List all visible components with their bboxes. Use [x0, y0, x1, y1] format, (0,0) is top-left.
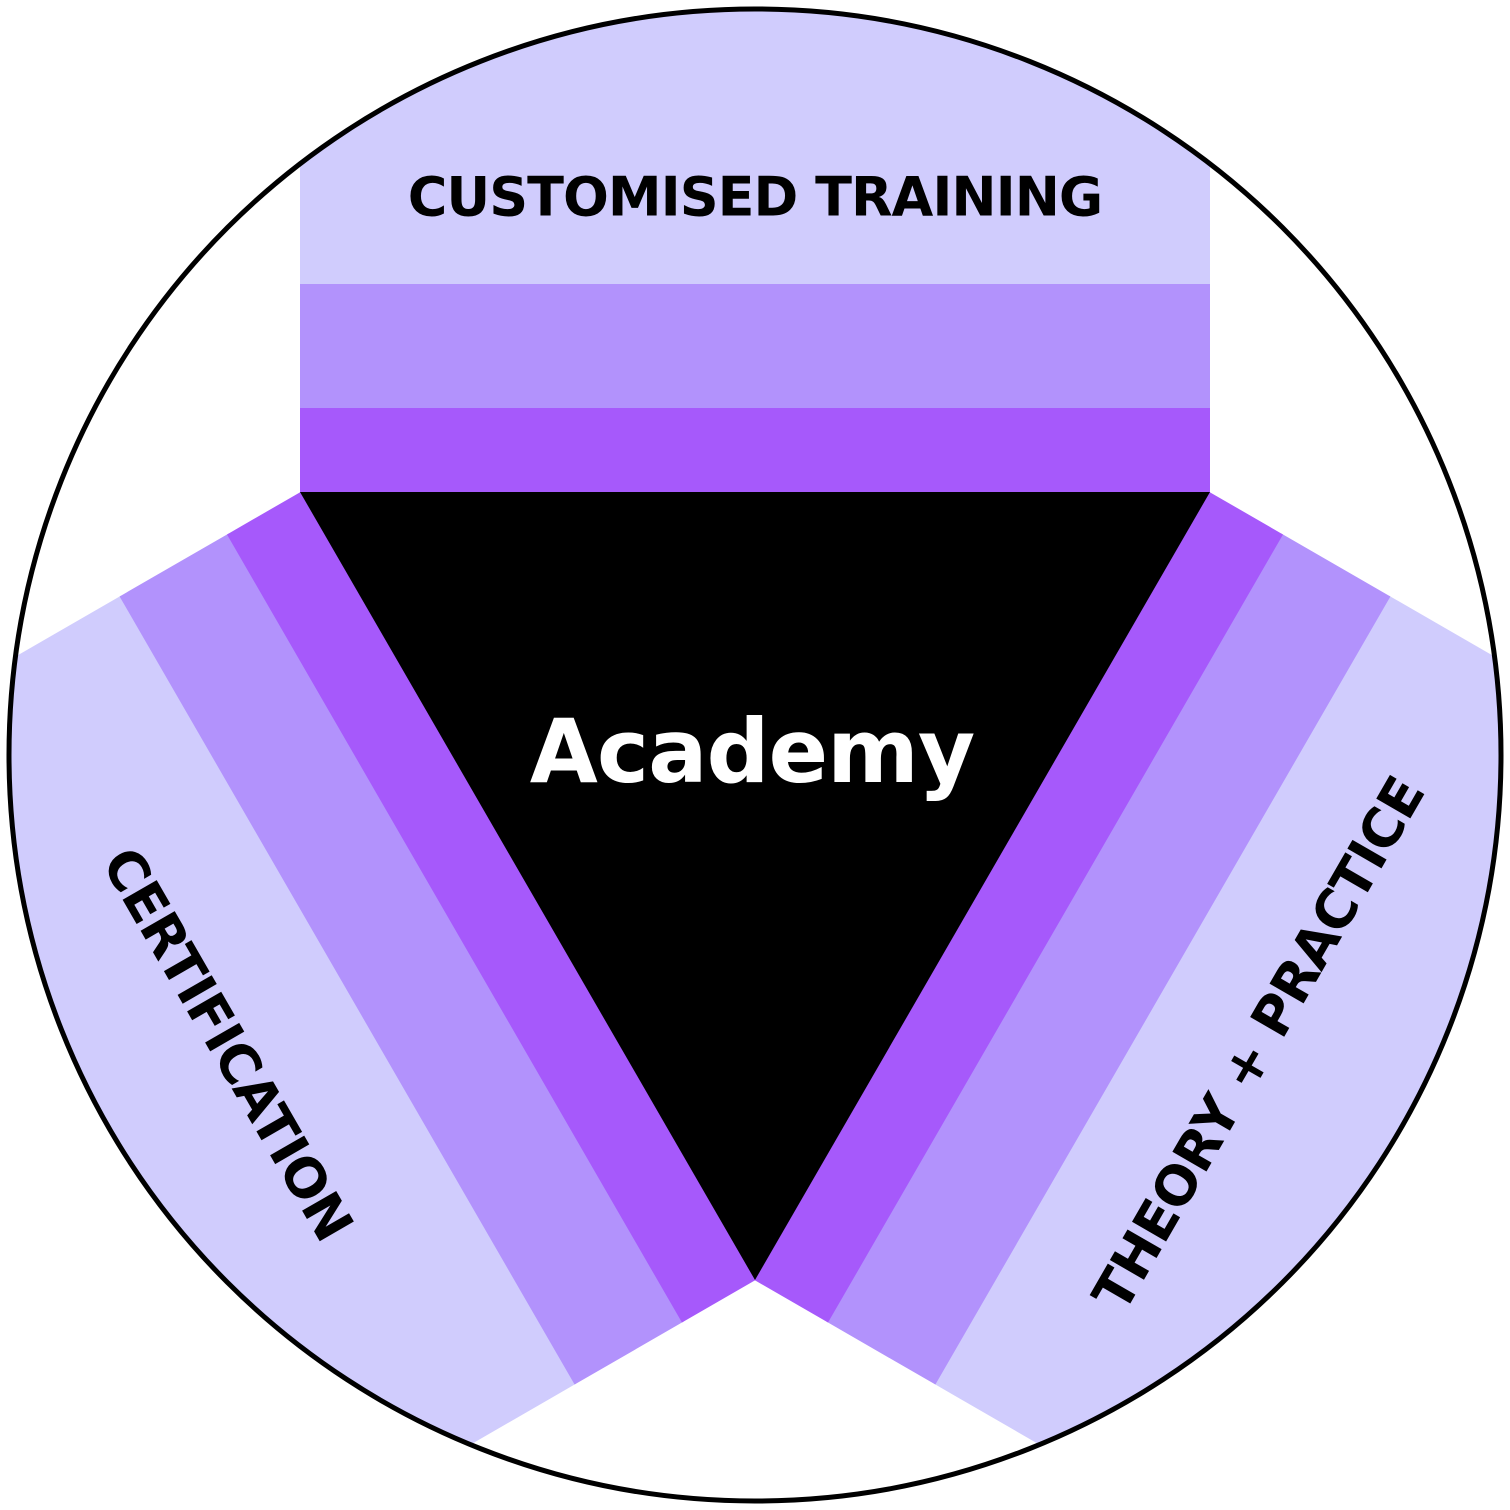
band-mid-right [119, 533, 684, 1385]
segment-theory-practice [10, 491, 757, 1500]
center-label: Academy [530, 700, 974, 803]
segment-label-top: CUSTOMISED TRAINING [408, 166, 1102, 229]
band-dark-left [753, 491, 1284, 1323]
band-mid-left [826, 533, 1391, 1385]
outer-ring [6, 6, 1504, 1504]
band-light-left [933, 595, 1500, 1500]
center-triangle [300, 492, 1210, 1280]
band-dark-top [300, 408, 1210, 494]
band-light-right [10, 595, 577, 1500]
segment-certification [753, 491, 1500, 1500]
band-dark-right [226, 491, 757, 1323]
band-mid-top [300, 284, 1210, 410]
